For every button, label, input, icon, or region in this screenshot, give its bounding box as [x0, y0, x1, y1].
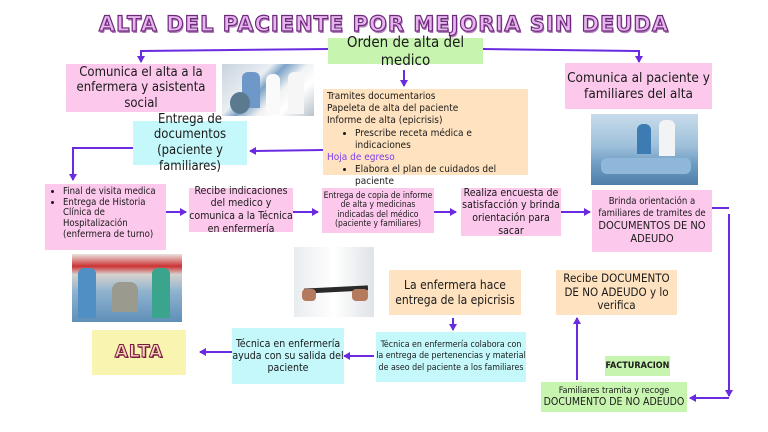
entrega-documentos-label: Entrega de documentos (paciente y famili… [153, 111, 227, 174]
recibe-indicaciones-label: Recibe indicaciones del medico y comunic… [189, 184, 293, 235]
orden-alta-label: Orden de alta del medico [346, 33, 465, 69]
recibe-documento-node: Recibe DOCUMENTO DE NO ADEUDO y lo verif… [556, 270, 677, 315]
tecnica-ayuda-label: Técnica en enfermería ayuda con su salid… [232, 337, 344, 375]
comunica-paciente-node: Comunica al paciente y familiares del al… [565, 63, 712, 109]
final-visita-node: Final de visita medica Entrega de Histor… [45, 184, 166, 250]
celebration-photo [72, 254, 182, 322]
diagram-title: ALTA DEL PACIENTE POR MEJORIA SIN DEUDA [98, 11, 670, 36]
tecnica-colabora-label: Técnica en enfermería colabora con la en… [376, 339, 526, 373]
brinda-orientacion-node: Brinda orientación a familiares de trami… [592, 190, 712, 252]
orden-alta-node: Orden de alta del medico [328, 33, 483, 69]
doctor-clipboard-photo [294, 247, 374, 317]
comunica-enfermera-node: Comunica el alta a la enfermera y asiste… [66, 64, 216, 112]
alta-final-node: ALTA [92, 330, 186, 375]
tecnica-ayuda-node: Técnica en enfermería ayuda con su salid… [232, 328, 344, 384]
comunica-enfermera-label: Comunica el alta a la enfermera y asiste… [76, 64, 206, 111]
facturacion-label-box: FACTURACION [605, 356, 670, 376]
enfermera-epicrisis-node: La enfermera hace entrega de la epicrisi… [389, 270, 521, 315]
tramites-line: Informe de alta (epicrisis) [327, 115, 443, 127]
tecnica-colabora-node: Técnica en enfermería colabora con la en… [376, 332, 526, 382]
no-adeudo-label: DOCUMENTOS DE NO ADEUDO [598, 219, 706, 246]
entrega-documentos-node: Entrega de documentos (paciente y famili… [133, 112, 247, 174]
comunica-paciente-label: Comunica al paciente y familiares del al… [567, 69, 710, 102]
facturacion-label: FACTURACION [605, 360, 670, 371]
final-visita-bullet: Entrega de Historia Clínica de Hospitali… [63, 197, 164, 241]
encuesta-label: Realiza encuesta de satisfacción y brind… [462, 186, 560, 237]
patient-bed-photo [591, 114, 698, 185]
recibe-documento-label: Recibe DOCUMENTO DE NO ADEUDO y lo verif… [563, 270, 670, 313]
recibe-indicaciones-node: Recibe indicaciones del medico y comunic… [189, 184, 293, 235]
brinda-orientacion-label: Brinda orientación a familiares de trami… [598, 196, 706, 219]
tramites-node: Tramites documentarios Papeleta de alta … [323, 89, 528, 187]
no-adeudo-doc-label: DOCUMENTO DE NO ADEUDO [543, 396, 685, 409]
familiares-tramita-node: Familiares tramita y recoge DOCUMENTO DE… [541, 382, 687, 412]
familiares-tramita-label: Familiares tramita y recoge [558, 385, 670, 396]
enfermera-epicrisis-label: La enfermera hace entrega de la epicrisi… [395, 278, 515, 307]
final-visita-bullet: Final de visita medica [63, 186, 164, 198]
entrega-copia-label: Entrega de copia de informe de alta y me… [323, 190, 433, 229]
entrega-copia-node: Entrega de copia de informe de alta y me… [322, 188, 434, 233]
encuesta-node: Realiza encuesta de satisfacción y brind… [461, 186, 561, 237]
hoja-egreso-text: Hoja de egreso [327, 151, 395, 163]
tramites-bullet: Prescribe receta médica e indicaciones [355, 128, 524, 152]
tramites-bullet: Elabora el plan de cuidados del paciente [355, 164, 524, 188]
tramites-line: Papeleta de alta del paciente [327, 103, 459, 115]
alta-final-label: ALTA [114, 342, 164, 363]
staff-wheelchair-photo [222, 64, 314, 116]
tramites-line: Tramites documentarios [327, 91, 436, 102]
